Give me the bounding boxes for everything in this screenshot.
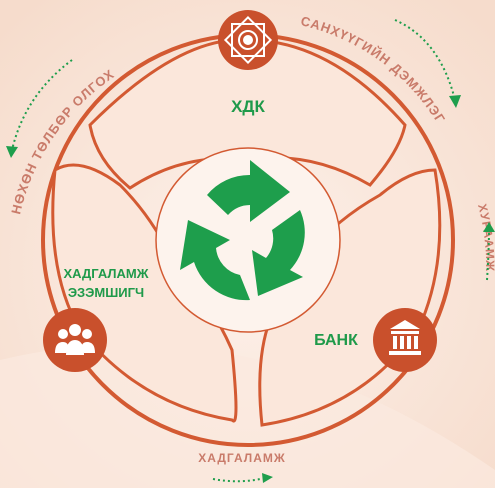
bank-building-icon <box>389 320 421 355</box>
recycle-arrows-icon <box>180 160 305 301</box>
background-sweep <box>0 344 495 488</box>
ornament-seal-icon <box>223 15 273 65</box>
node-left-label-line1: ХАДГАЛАМЖ <box>64 266 149 281</box>
flow-arrow-top-left <box>6 59 73 158</box>
node-right-label: БАНК <box>314 332 358 349</box>
lobe-right <box>258 168 442 427</box>
center-ring <box>155 147 341 333</box>
flow-arrow-right <box>483 222 495 281</box>
node-right-badge <box>373 308 437 372</box>
node-top-label: ХДК <box>231 97 265 116</box>
flow-arrow-top-right <box>394 19 461 108</box>
people-group-icon <box>55 324 95 355</box>
flow-arrow-bottom <box>212 473 273 483</box>
flow-bottom-label: ХАДГАЛАМЖ <box>198 451 285 465</box>
node-left-label-line2: ЭЗЭМШИГЧ <box>68 285 144 300</box>
